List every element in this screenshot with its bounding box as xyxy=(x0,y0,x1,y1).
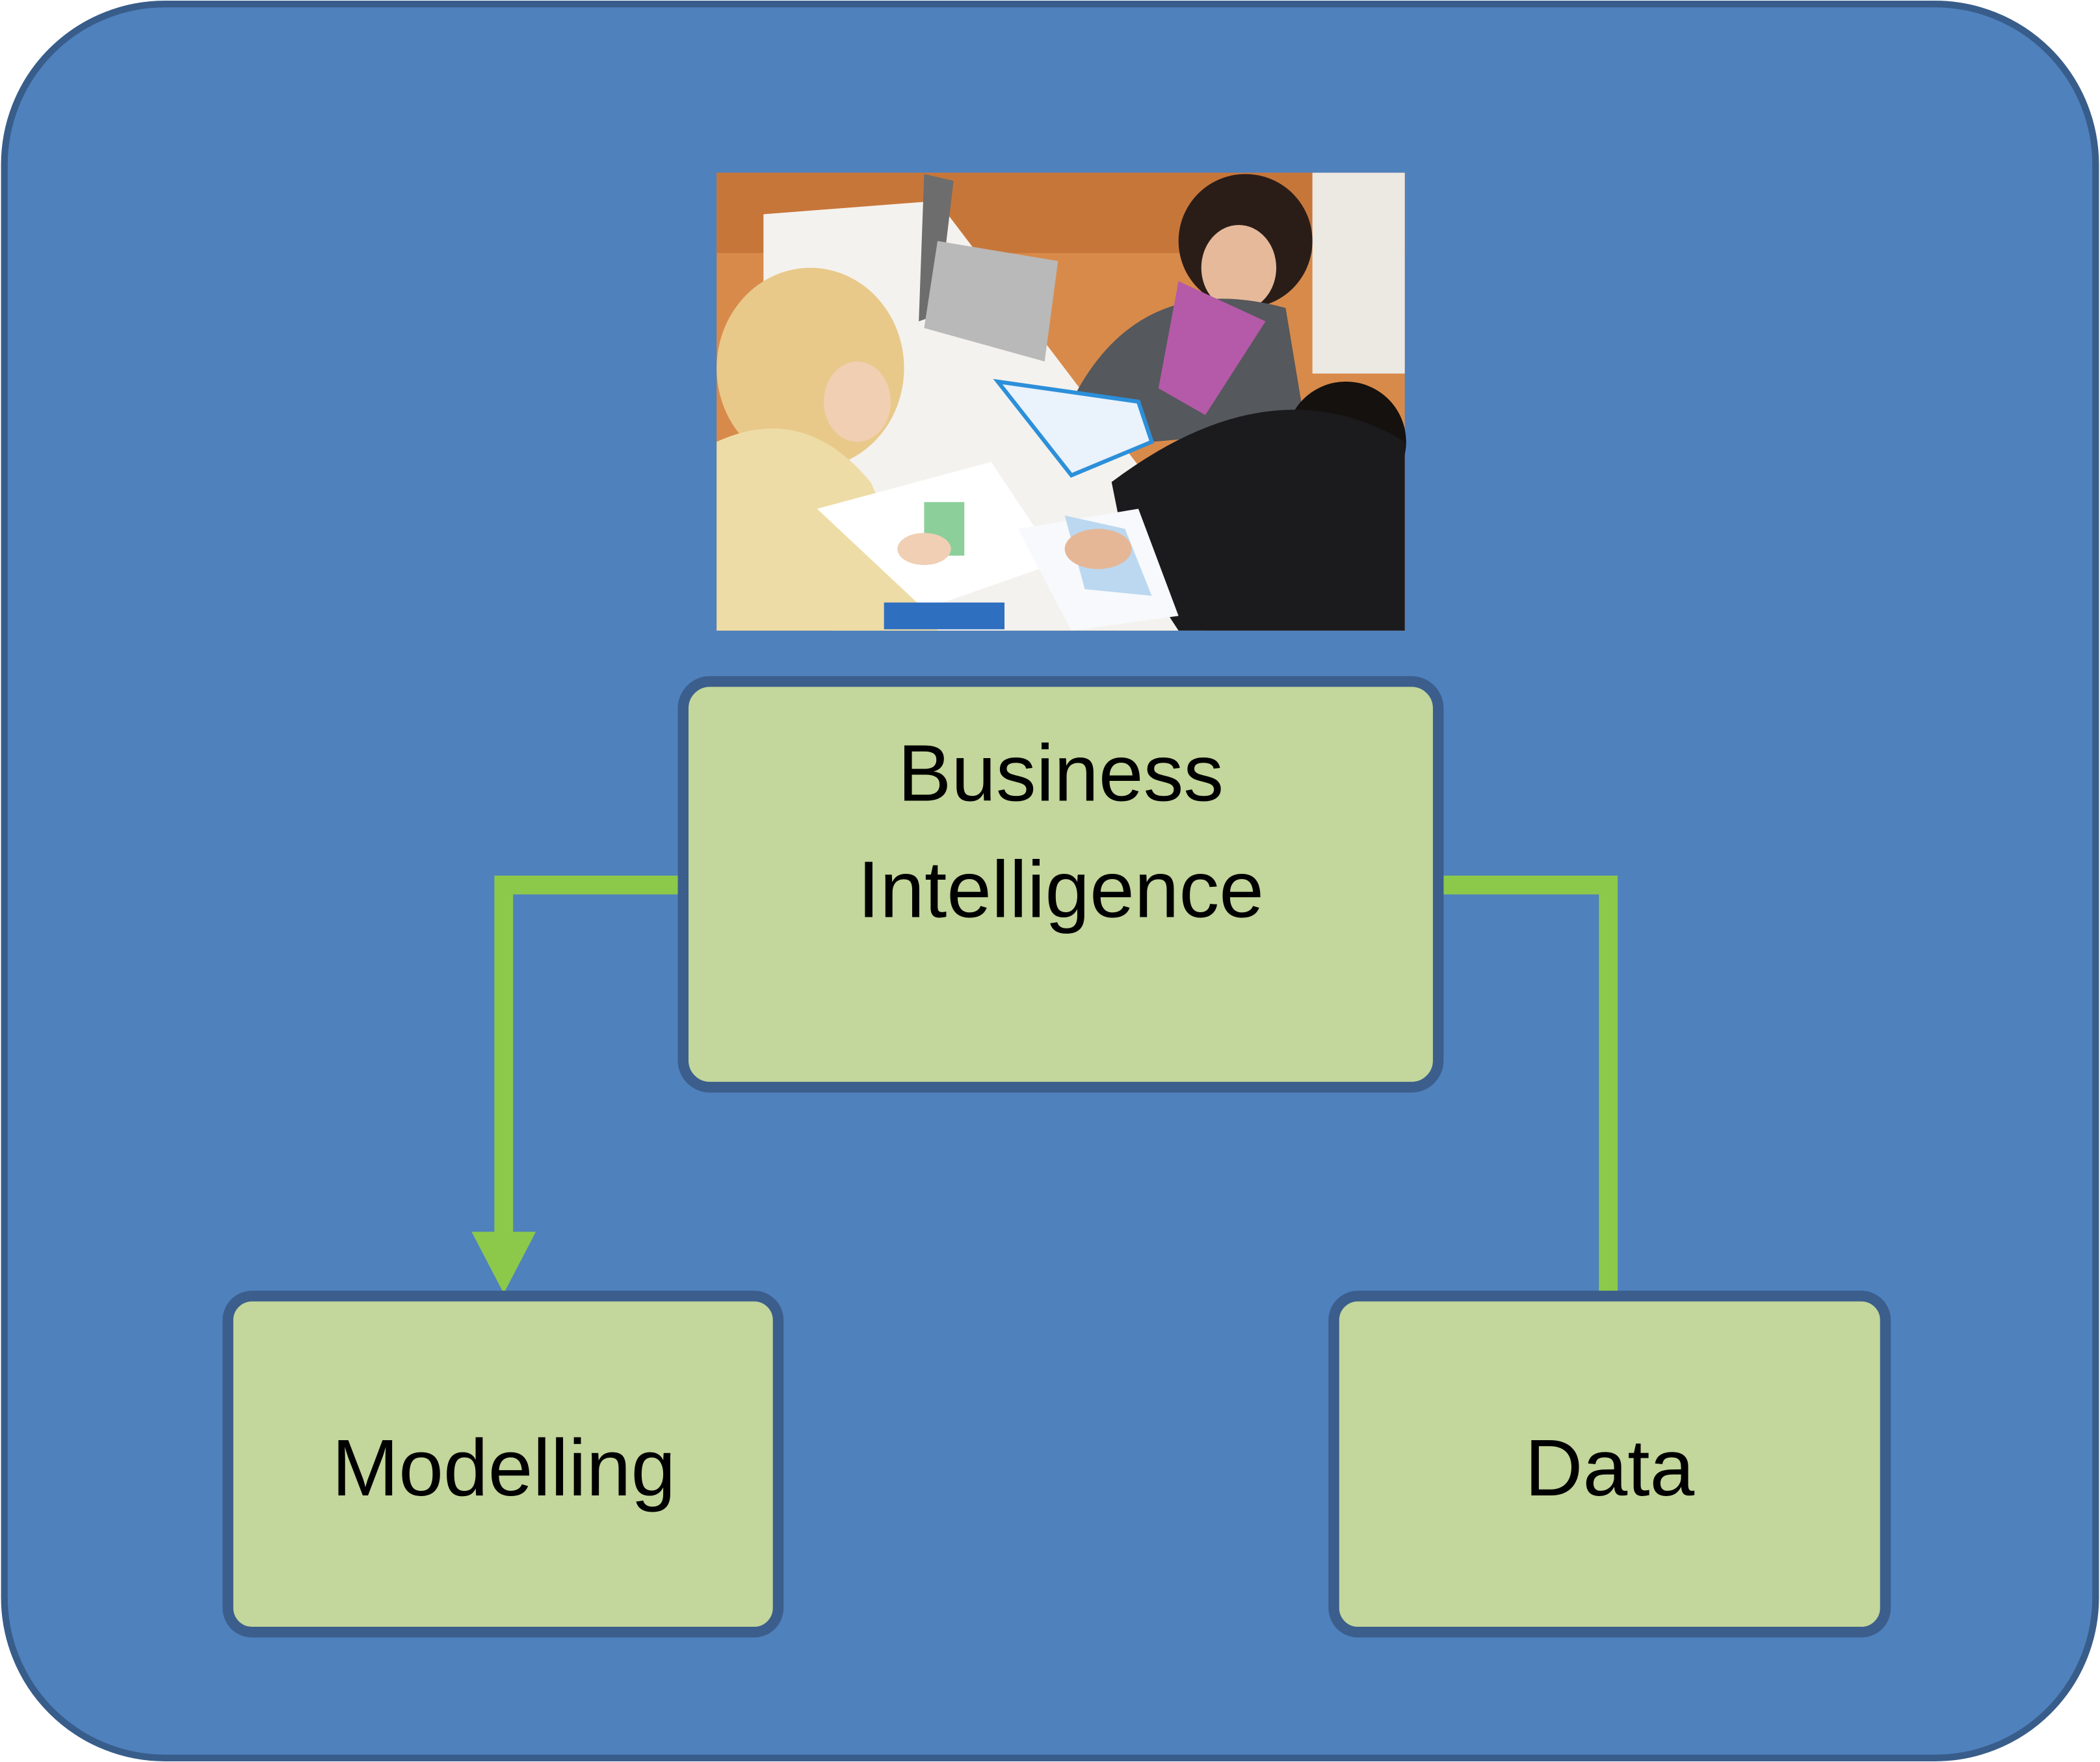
connector-bi-to-modelling xyxy=(494,875,681,1235)
arrowhead-down-icon xyxy=(471,1231,536,1294)
node-label: Modelling xyxy=(332,1423,676,1513)
business-meeting-photo xyxy=(716,172,1406,631)
node-business-intelligence: Business Intelligence xyxy=(677,676,1444,1093)
node-data: Data xyxy=(1328,1291,1891,1638)
node-label: Data xyxy=(1525,1423,1694,1513)
node-label-line2: Intelligence xyxy=(858,845,1264,935)
node-modelling: Modelling xyxy=(222,1291,784,1638)
node-label-line1: Business xyxy=(898,728,1224,818)
connector-bi-to-data xyxy=(1441,875,1618,1294)
